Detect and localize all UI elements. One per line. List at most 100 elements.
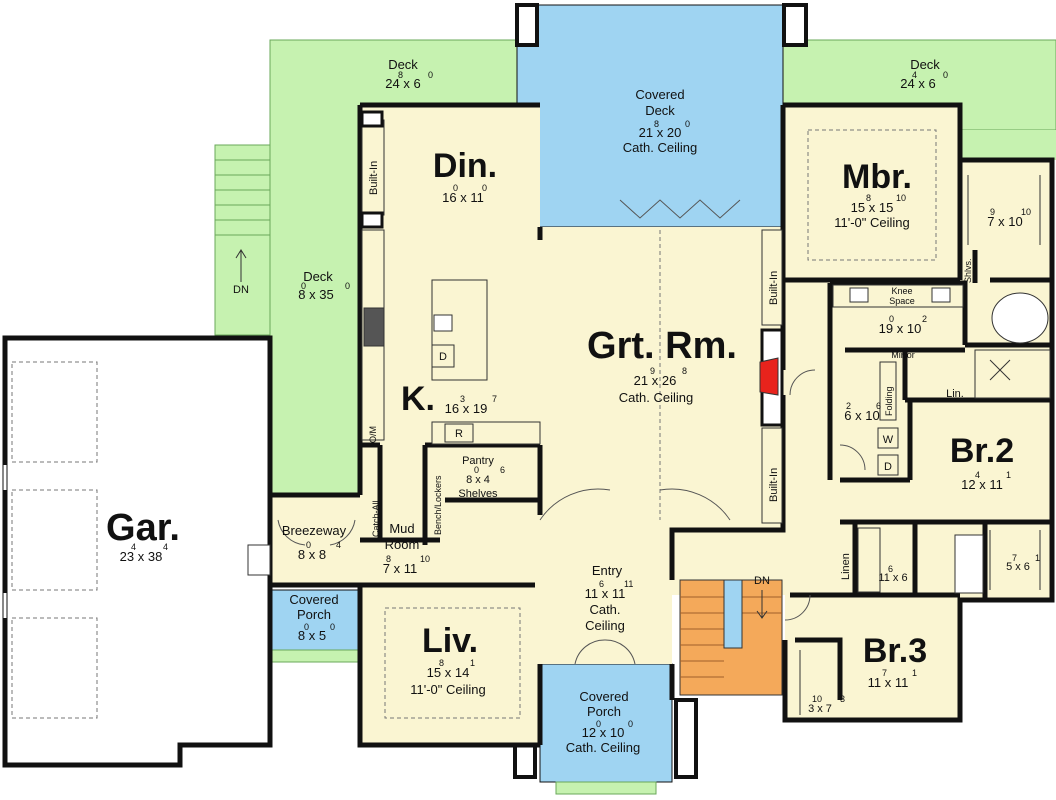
built-in-grt-1-label: Built-In — [768, 271, 780, 305]
master-note: 11'-0" Ceiling — [834, 215, 910, 230]
dining-sup-2: 0 — [482, 183, 487, 193]
deck-right-sup-1: 4 — [912, 70, 917, 80]
bath2-sup-1: 6 — [888, 564, 893, 574]
dishwasher-label: D — [439, 351, 447, 363]
mud-room-sup-2: 10 — [420, 554, 430, 564]
entry-sup-1: 6 — [599, 579, 604, 589]
covered-porch-front-dims: 12 x 10 — [582, 725, 625, 740]
doors — [277, 199, 866, 665]
covered-porch-left-dims: 8 x 5 — [298, 628, 326, 643]
deck-side-sup-2: 0 — [345, 281, 350, 291]
great-room-sup-1: 9 — [650, 366, 655, 376]
covered-porch-left-sup-2: 0 — [330, 622, 335, 632]
living-sup-1: 8 — [439, 658, 444, 668]
deck-right-name: Deck — [910, 57, 940, 72]
dryer-label: D — [884, 461, 892, 473]
deck-side-dims: 8 x 35 — [298, 287, 333, 302]
range-label: R — [455, 428, 463, 440]
built-in-dining-label: Built-In — [368, 161, 380, 195]
built-in-grt-1 — [761, 229, 783, 326]
kitchen-name: K. — [401, 380, 435, 418]
great-room-name: Grt. Rm. — [587, 325, 737, 367]
mud-room-name: Mud — [389, 521, 414, 536]
living-sup-2: 1 — [470, 658, 475, 668]
garage-sup-2: 4 — [163, 542, 168, 552]
garage-dims: 23 x 38 — [120, 549, 163, 564]
bath2-dims: 11 x 6 — [878, 572, 907, 584]
master-sup-1: 8 — [866, 193, 871, 203]
br3-closet-sup-1: 10 — [812, 694, 822, 704]
deck-left-name: Deck — [388, 57, 418, 72]
garage-floor — [5, 338, 270, 765]
mud-room-dims: 7 x 11 — [383, 561, 417, 576]
shlvs-label: Shlvs. — [963, 258, 973, 283]
master-bath-sup-2: 2 — [922, 314, 927, 324]
covered-porch-front-sup-2: 0 — [628, 719, 633, 729]
bench-lockers-label: Bench/Lockers — [433, 475, 443, 535]
deck-right-dims: 24 x 6 — [900, 76, 935, 91]
entry-name: Entry — [592, 563, 623, 578]
br2-sup-1: 4 — [975, 470, 980, 480]
covered-deck-sup-1: 8 — [654, 119, 659, 129]
linen-label: Linen — [840, 553, 852, 580]
interior-walls — [270, 160, 1052, 700]
br2-sup-2: 1 — [1006, 470, 1011, 480]
dining-dims: 16 x 11 — [442, 190, 484, 205]
breezeway-dims: 8 x 8 — [298, 547, 326, 562]
laundry-dims: 6 x 10 — [844, 408, 879, 423]
great-room-note: Cath. Ceiling — [619, 390, 693, 405]
garage-walls — [2, 335, 273, 768]
deck-left-sup-2: 0 — [428, 70, 433, 80]
living-dims: 15 x 14 — [427, 665, 470, 680]
great-room-dims: 21 x 26 — [634, 373, 677, 388]
deck-right-sup-2: 0 — [943, 70, 948, 80]
covered-deck-name: Covered — [635, 87, 684, 102]
garage-name: Gar. — [106, 507, 180, 549]
covered-porch-front-name-2: Porch — [587, 704, 621, 719]
column — [513, 743, 537, 779]
kitchen-sup-1: 3 — [460, 394, 465, 404]
column — [674, 698, 698, 779]
entry-note: Cath. — [589, 602, 620, 617]
br3-closet-dims: 3 x 7 — [808, 703, 832, 715]
closet-rods — [799, 175, 1041, 715]
column — [515, 3, 539, 47]
covered-porch-front-area — [539, 663, 673, 783]
built-in-grt-2 — [761, 427, 783, 524]
pantry-sup-1: 0 — [474, 465, 479, 475]
deck-side-sup-1: 0 — [301, 281, 306, 291]
covered-deck-name-2: Deck — [645, 103, 675, 118]
mud-room-sup-1: 8 — [386, 554, 391, 564]
exterior-walls — [270, 102, 1055, 748]
dining-sup-1: 0 — [453, 183, 458, 193]
tub — [991, 292, 1049, 344]
covered-porch-left-sup-1: 0 — [304, 622, 309, 632]
stair-dn-label: DN — [754, 575, 770, 587]
master-dims: 15 x 15 — [851, 200, 894, 215]
lin-bath-label: Lin. — [946, 388, 964, 400]
covered-porch-left-name: Covered — [289, 592, 338, 607]
garage-parking-guides — [11, 361, 98, 719]
master-closet-sup-2: 10 — [1021, 207, 1031, 217]
covered-porch-front-sup-1: 0 — [596, 719, 601, 729]
knee-space-label-2: Space — [889, 296, 915, 306]
covered-porch-front-name: Covered — [579, 689, 628, 704]
br2-closet-dims: 5 x 6 — [1006, 561, 1030, 573]
covered-deck-note: Cath. Ceiling — [623, 140, 697, 155]
bath2-vanity — [857, 527, 881, 593]
cooktop — [363, 307, 385, 347]
ceiling-outline-master — [807, 129, 937, 261]
breezeway-sup-1: 0 — [306, 540, 311, 550]
washer-label: W — [883, 434, 894, 446]
covered-deck-dims: 21 x 20 — [639, 125, 682, 140]
br2-name: Br.2 — [950, 432, 1014, 470]
entry-dims: 11 x 11 — [585, 586, 626, 601]
dryer-box — [877, 454, 899, 476]
room-labels: Deck 24 x 6 8 0 Deck 24 x 6 4 0 Deck 8 x… — [106, 57, 1040, 755]
covered-porch-left-name-2: Porch — [297, 607, 331, 622]
deck-side-name: Deck — [303, 269, 333, 284]
garage-sup-1: 4 — [131, 542, 136, 552]
laundry-sup-2: 6 — [876, 401, 881, 411]
bath2-tub — [954, 534, 984, 594]
master-closet-sup-1: 9 — [990, 207, 995, 217]
